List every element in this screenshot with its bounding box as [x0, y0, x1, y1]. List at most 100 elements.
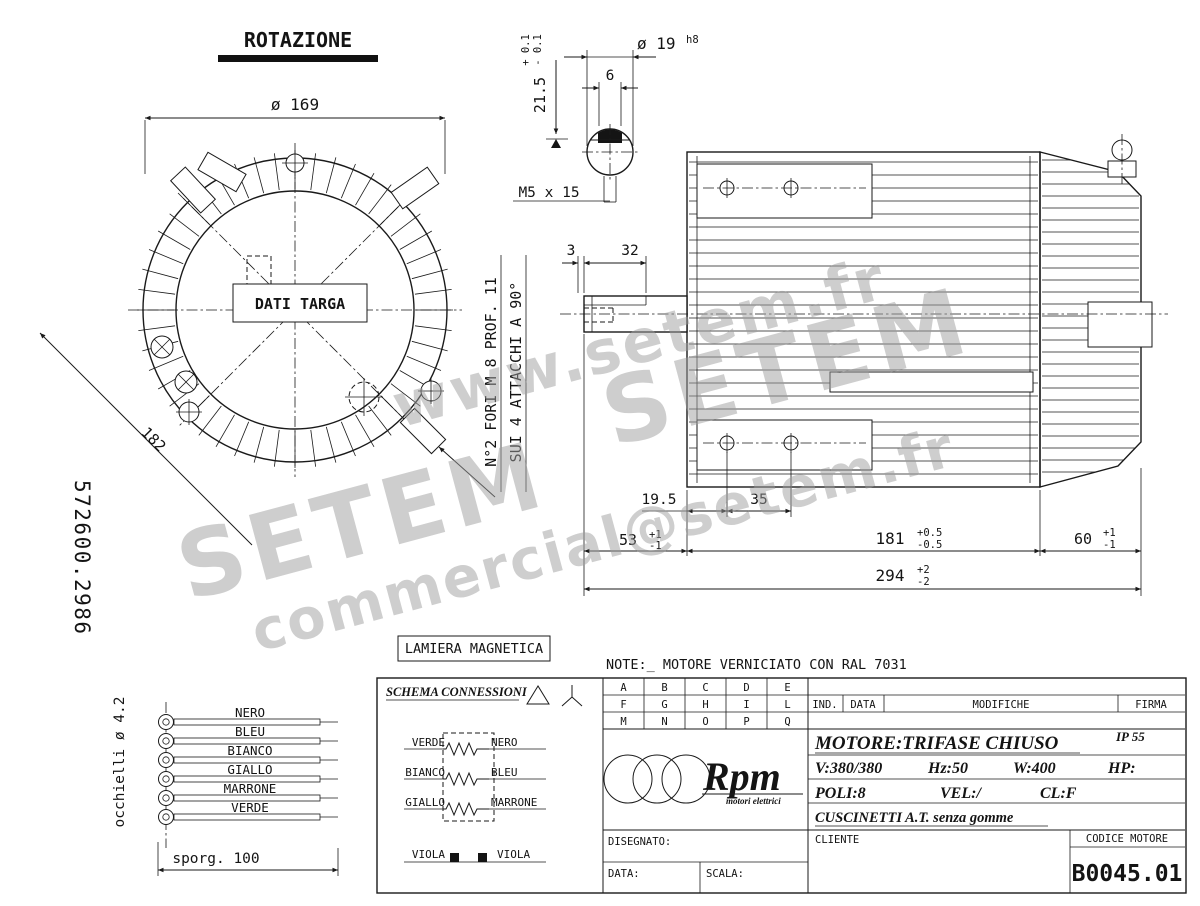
hole-offset-dim: 19.5 [642, 492, 677, 508]
label-scala: SCALA: [706, 868, 744, 880]
rev-letter: D [743, 682, 749, 694]
cover-length-dim: 60 [1074, 530, 1092, 548]
pair-left: BIANCO [405, 766, 445, 779]
rev-letter: C [702, 682, 708, 694]
body-length-tol-plus: +0.5 [917, 527, 942, 539]
spec-motor: MOTORE:TRIFASE CHIUSO [814, 733, 1059, 754]
rev-letter: F [620, 699, 626, 711]
viola-left: VIOLA [412, 848, 445, 861]
spec-poles: POLI:8 [814, 785, 866, 802]
delta-icon [526, 685, 550, 705]
rev-header-firma: FIRMA [1135, 699, 1167, 711]
connection-pair: VERDE NERO [404, 736, 546, 757]
spec-class: CL:F [1040, 785, 1077, 802]
rev-letter: G [661, 699, 667, 711]
clamp [399, 407, 447, 455]
spec-speed: VEL:/ [940, 785, 982, 802]
shaft-length-tol-minus: -1 [649, 540, 662, 552]
offset32-dim: 32 [621, 243, 638, 259]
protrusion-dim: sporg. 100 [172, 851, 259, 867]
wire-label: GIALLO [227, 762, 272, 777]
shaft-dia-dim: ø 19 [637, 34, 676, 53]
star-icon [561, 685, 583, 707]
part-number: 572600.2986 [70, 480, 94, 636]
keyway-depth-dim: 21.5 [531, 77, 549, 113]
lamiera-label: LAMIERA MAGNETICA [405, 641, 543, 657]
wire-row: NERO [158, 705, 338, 730]
spec-hp: HP: [1107, 760, 1136, 777]
keyway-depth-tol-plus: + 0.1 [520, 34, 532, 66]
body-length-dim: 181 [876, 529, 905, 548]
pair-left: VERDE [412, 736, 445, 749]
rev-letter: P [743, 716, 749, 728]
spec-ip: IP 55 [1115, 729, 1145, 744]
logo-name: Rpm [702, 754, 781, 799]
wire-row: VERDE [158, 800, 338, 825]
pair-right: BLEU [491, 766, 518, 779]
wire-label: MARRONE [224, 781, 277, 796]
motor-code: B0045.01 [1072, 861, 1183, 887]
title-block: A B C D E F G H I L M N O P Q IND. DATA … [376, 677, 1187, 894]
pair-right: NERO [491, 736, 518, 749]
resistor-icon [443, 801, 489, 817]
wire-row: MARRONE [158, 781, 338, 806]
spec-voltage: V:380/380 [815, 760, 882, 777]
tap-size-label: M5 x 15 [518, 185, 579, 201]
viola-row: VIOLA VIOLA [404, 848, 546, 863]
shaft-length-dim: 53 [619, 531, 637, 549]
connection-pair: BIANCO BLEU [404, 766, 546, 787]
keyway-depth-tol-minus: - 0.1 [532, 34, 544, 66]
rev-letter: M [620, 716, 626, 728]
wire-row: BIANCO [158, 743, 338, 768]
wire-label: BLEU [235, 724, 265, 739]
spec-frequency: Hz:50 [927, 760, 968, 777]
wire-label: NERO [235, 705, 265, 720]
rev-letter: Q [784, 716, 790, 728]
pair-left: GIALLO [405, 796, 445, 809]
clamp [169, 166, 217, 214]
attachment-note: SUI 4 ATTACCHI A 90° [507, 282, 525, 463]
viola-right: VIOLA [497, 848, 530, 861]
hole-span-dim: 35 [750, 492, 767, 508]
terminal-icon [478, 853, 487, 862]
side-view: 3 32 19.5 35 53 +1 -1 181 +0.5 -0.5 60 +… [560, 134, 1168, 596]
clamp [390, 166, 440, 210]
wire-harness: NERO BLEU BIANCO GIALLO MARRONE VERDE oc… [112, 697, 339, 876]
holes-note: N°2 FORI M 8 PROF. 11 [482, 277, 500, 467]
rev-letter: E [784, 682, 790, 694]
label-codice-motore: CODICE MOTORE [1086, 833, 1168, 845]
rotation-underline [218, 55, 378, 62]
total-length-tol-plus: +2 [917, 564, 930, 576]
resistor-icon [443, 741, 489, 757]
connection-pair: GIALLO MARRONE [404, 796, 546, 817]
coil-icon [661, 754, 711, 804]
rev-letter: O [702, 716, 708, 728]
clamp [197, 151, 247, 193]
wire-label: VERDE [231, 800, 269, 815]
wire-row: GIALLO [158, 762, 338, 787]
shaft-detail: ø 19 h8 6 21.5 + 0.1 - 0.1 M5 x 15 [513, 34, 699, 203]
coil-icon [632, 754, 682, 804]
front-view: ROTAZIONE ø 169 182 DATI TARGA N°2 FORI … [39, 28, 527, 636]
rotation-label: ROTAZIONE [244, 28, 352, 52]
spec-power: W:400 [1013, 760, 1056, 777]
label-data: DATA: [608, 868, 640, 880]
rev-header-modifiche: MODIFICHE [973, 699, 1030, 711]
resistor-icon [443, 771, 489, 787]
shaft-dia-tol: h8 [686, 34, 699, 46]
wire-row: BLEU [158, 724, 338, 749]
rev-letter: B [661, 682, 667, 694]
cover-length-tol-plus: +1 [1103, 527, 1116, 539]
notes: LAMIERA MAGNETICA NOTE:_ MOTORE VERNICIA… [397, 635, 907, 673]
rev-header-ind: IND. [812, 699, 837, 711]
logo: Rpm motori elettrici [603, 754, 803, 806]
total-length-dim: 294 [876, 566, 905, 585]
spec-bearings: CUSCINETTI A.T. senza gomme [815, 810, 1014, 826]
shaft-length-tol-plus: +1 [649, 529, 662, 541]
front-across-dim: 182 [138, 424, 170, 456]
rev-letter: L [784, 699, 790, 711]
coil-icon [603, 754, 653, 804]
rev-letter: I [743, 699, 749, 711]
